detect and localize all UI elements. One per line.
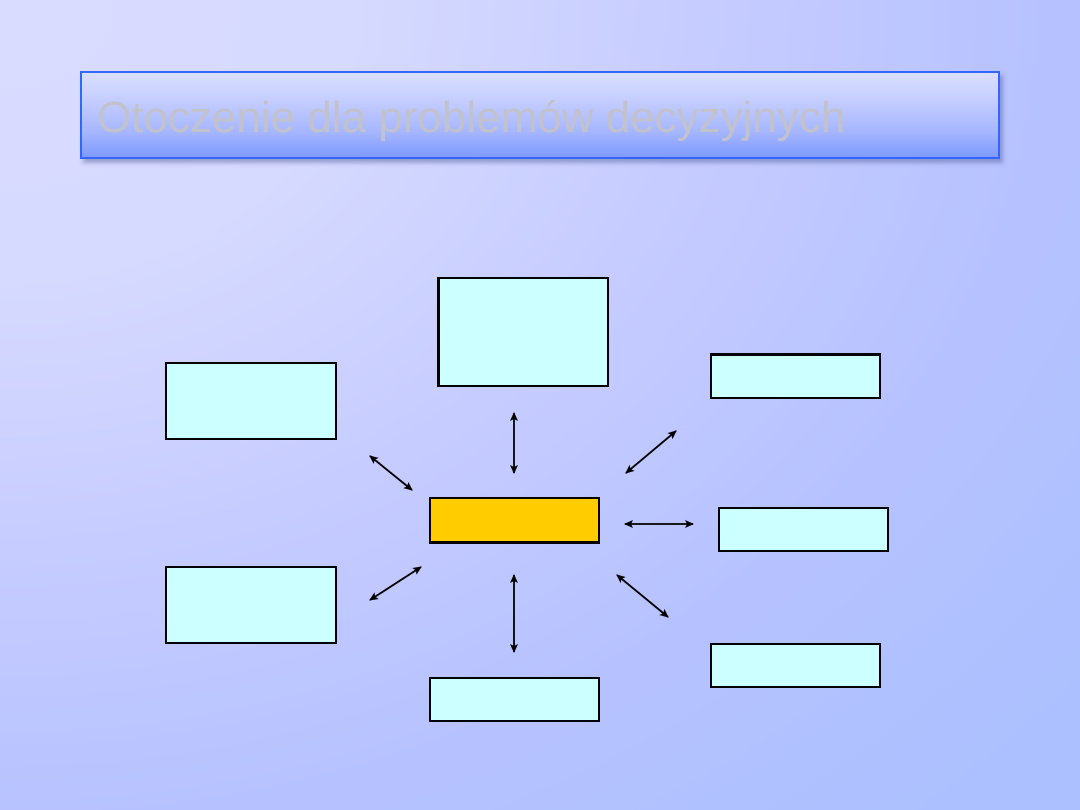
node-top xyxy=(437,277,609,387)
node-right-bottom xyxy=(710,643,881,688)
slide-title: Otoczenie dla problemów decyzyjnych xyxy=(97,93,846,142)
node-right-top xyxy=(710,353,881,399)
node-left-top xyxy=(165,362,337,440)
arrow-center-right-top xyxy=(625,430,677,474)
node-left-bottom xyxy=(165,566,337,644)
arrow-center-right-bottom xyxy=(616,574,669,618)
node-right-middle xyxy=(718,507,889,552)
node-bottom xyxy=(429,677,600,722)
arrow-center-left-top xyxy=(369,455,413,491)
arrow-center-left-bottom xyxy=(369,566,422,601)
slide-title-bar: Otoczenie dla problemów decyzyjnych xyxy=(80,71,1000,159)
node-center xyxy=(429,497,600,544)
